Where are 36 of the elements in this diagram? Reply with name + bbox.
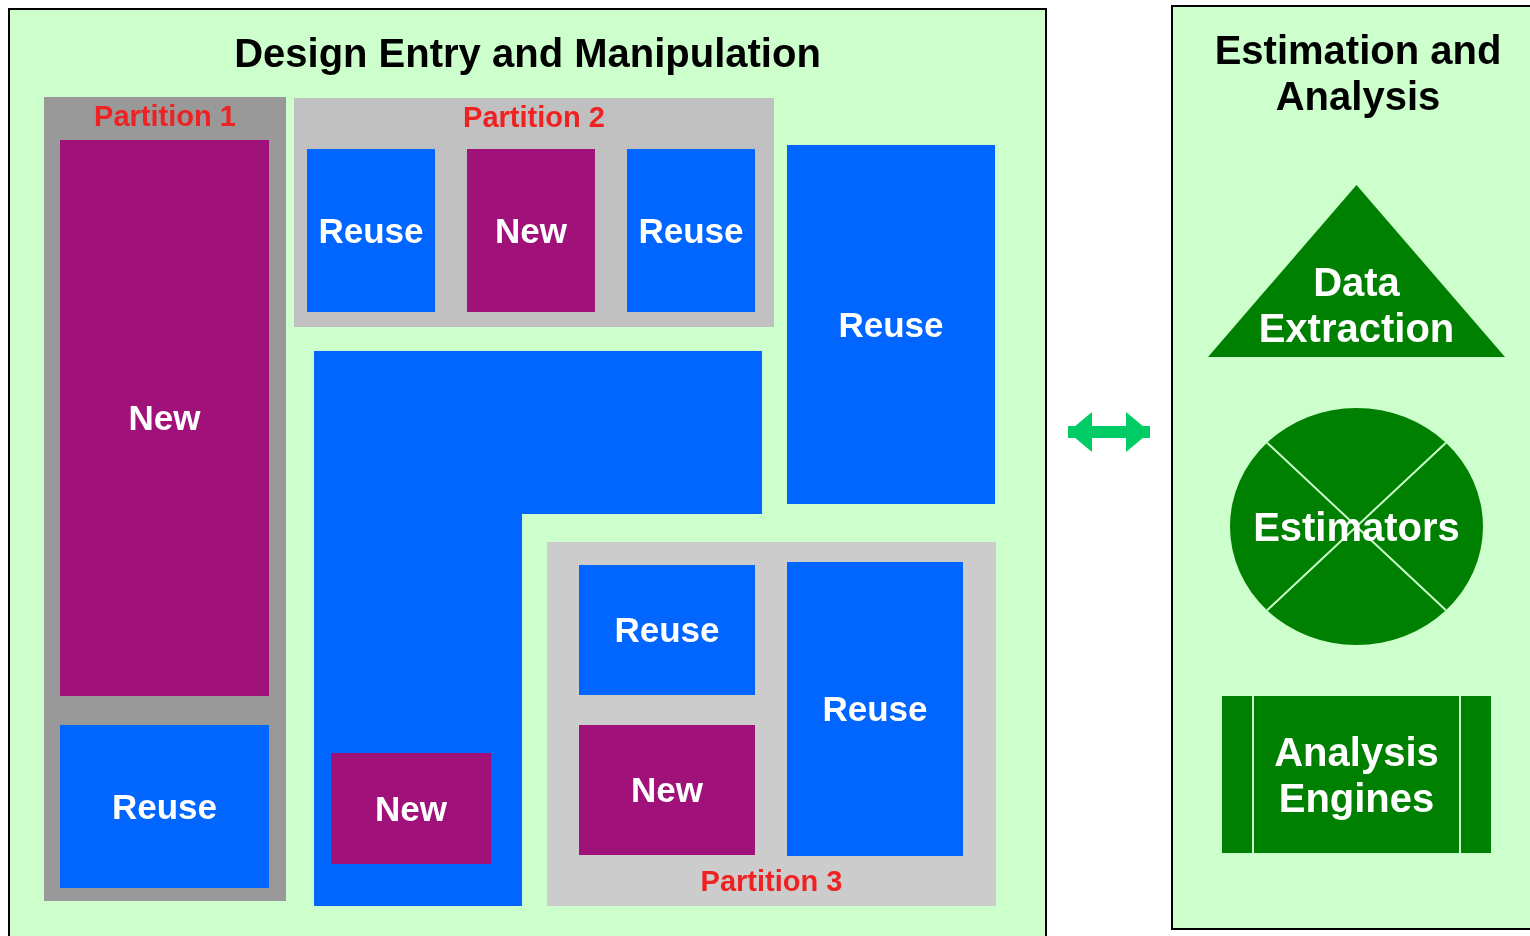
block-label: New [630,769,704,811]
panel [1171,5,1530,930]
block-label: Data Extraction [1257,259,1456,352]
block-label: Analysis Engines [1273,728,1440,821]
block [331,753,491,864]
panel-title: Design Entry and Manipulation [233,30,822,76]
block-label: New [127,397,202,439]
partition-area [44,97,286,901]
block-label: Reuse [613,609,721,651]
block-label: New [494,210,568,251]
block-label: Reuse [317,210,425,251]
block [627,149,755,312]
block [307,149,435,312]
block [467,149,595,312]
block [579,725,755,855]
block-label: Reuse [637,210,745,251]
block-label: Reuse [837,304,945,345]
partition-area [294,98,774,327]
extraction-triangle [1208,185,1505,357]
block-label: New [374,788,448,829]
block [579,565,755,695]
panel-title: Estimation and Analysis [1213,27,1503,119]
block [60,725,269,888]
double-arrow [1068,412,1150,452]
partition-label: Partition 1 [93,100,237,134]
partition-label: Partition 2 [462,101,606,135]
block [60,140,269,696]
block [787,145,995,504]
block [787,562,963,856]
partition-area [547,542,996,906]
engine-box [1222,696,1491,853]
block-label: Reuse [821,688,929,730]
panel [8,8,1047,936]
partition-label: Partition 3 [699,864,844,898]
estimator-circle [1230,408,1483,645]
block-label: Reuse [110,786,219,827]
